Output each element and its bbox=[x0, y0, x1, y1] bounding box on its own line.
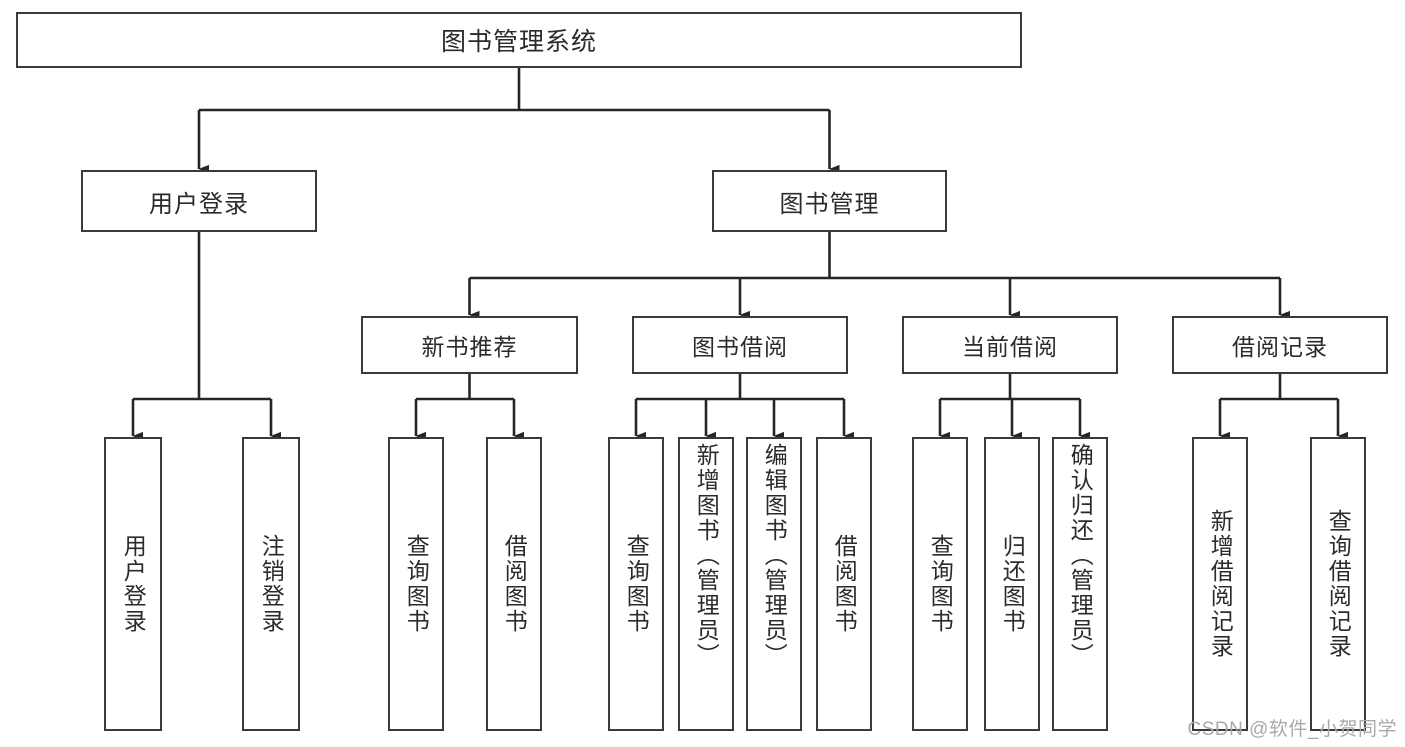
node-leaf-user-login-label: 用户登录 bbox=[121, 534, 145, 634]
node-root[interactable]: 图书管理系统 bbox=[16, 12, 1022, 68]
node-leaf-user-login[interactable]: 用户登录 bbox=[104, 437, 162, 731]
node-book-borrow[interactable]: 图书借阅 bbox=[632, 316, 848, 374]
node-leaf-query-record-label: 查询借阅记录 bbox=[1326, 509, 1350, 659]
node-user-login-label: 用户登录 bbox=[149, 184, 249, 219]
edges bbox=[133, 68, 1338, 436]
node-current-borrow[interactable]: 当前借阅 bbox=[902, 316, 1118, 374]
leaf-inner: 用户登录 bbox=[121, 439, 145, 729]
node-leaf-query-book-c[interactable]: 查询图书 bbox=[912, 437, 968, 731]
node-leaf-return-book-label: 归还图书 bbox=[1000, 534, 1024, 634]
leaf-inner: 新增借阅记录 bbox=[1208, 439, 1232, 729]
leaf-inner: 借阅图书 bbox=[502, 439, 526, 729]
node-leaf-add-record-label: 新增借阅记录 bbox=[1208, 509, 1232, 659]
leaf-inner: 借阅图书 bbox=[832, 439, 856, 729]
leaf-inner: 查询借阅记录 bbox=[1326, 439, 1350, 729]
node-root-label: 图书管理系统 bbox=[441, 22, 597, 58]
leaf-inner: 归还图书 bbox=[1000, 439, 1024, 729]
node-leaf-borrow-book-new[interactable]: 借阅图书 bbox=[486, 437, 542, 731]
node-book-manage-label: 图书管理 bbox=[780, 184, 880, 219]
watermark-text: CSDN @软件_小贺同学 bbox=[1188, 714, 1397, 741]
node-current-borrow-label: 当前借阅 bbox=[962, 328, 1058, 362]
node-leaf-logout[interactable]: 注销登录 bbox=[242, 437, 300, 731]
node-leaf-add-book[interactable]: 新增图书（管理员） bbox=[678, 437, 734, 731]
leaf-inner: 确认归还（管理员） bbox=[1068, 439, 1092, 733]
node-leaf-borrow-book-new-label: 借阅图书 bbox=[502, 534, 526, 634]
node-leaf-return-book[interactable]: 归还图书 bbox=[984, 437, 1040, 731]
node-leaf-confirm-return-label: 确认归还（管理员） bbox=[1068, 443, 1092, 668]
node-leaf-edit-book[interactable]: 编辑图书（管理员） bbox=[746, 437, 802, 731]
node-leaf-query-book-new-label: 查询图书 bbox=[404, 534, 428, 634]
node-leaf-add-book-label: 新增图书（管理员） bbox=[694, 443, 718, 668]
node-leaf-query-book-new[interactable]: 查询图书 bbox=[388, 437, 444, 731]
node-leaf-confirm-return[interactable]: 确认归还（管理员） bbox=[1052, 437, 1108, 731]
node-leaf-add-record[interactable]: 新增借阅记录 bbox=[1192, 437, 1248, 731]
node-leaf-logout-label: 注销登录 bbox=[259, 534, 283, 634]
node-new-book-label: 新书推荐 bbox=[422, 328, 518, 362]
node-leaf-edit-book-label: 编辑图书（管理员） bbox=[762, 443, 786, 668]
node-leaf-query-record[interactable]: 查询借阅记录 bbox=[1310, 437, 1366, 731]
node-book-borrow-label: 图书借阅 bbox=[692, 328, 788, 362]
node-user-login[interactable]: 用户登录 bbox=[81, 170, 317, 232]
node-leaf-query-book-b[interactable]: 查询图书 bbox=[608, 437, 664, 731]
node-leaf-query-book-c-label: 查询图书 bbox=[928, 534, 952, 634]
node-new-book[interactable]: 新书推荐 bbox=[361, 316, 578, 374]
node-leaf-borrow-book-b[interactable]: 借阅图书 bbox=[816, 437, 872, 731]
node-leaf-query-book-b-label: 查询图书 bbox=[624, 534, 648, 634]
leaf-inner: 查询图书 bbox=[404, 439, 428, 729]
node-borrow-records[interactable]: 借阅记录 bbox=[1172, 316, 1388, 374]
leaf-inner: 查询图书 bbox=[624, 439, 648, 729]
leaf-inner: 新增图书（管理员） bbox=[694, 439, 718, 733]
node-leaf-borrow-book-b-label: 借阅图书 bbox=[832, 534, 856, 634]
node-borrow-records-label: 借阅记录 bbox=[1232, 328, 1328, 362]
leaf-inner: 编辑图书（管理员） bbox=[762, 439, 786, 733]
leaf-inner: 注销登录 bbox=[259, 439, 283, 729]
leaf-inner: 查询图书 bbox=[928, 439, 952, 729]
node-book-manage[interactable]: 图书管理 bbox=[712, 170, 947, 232]
